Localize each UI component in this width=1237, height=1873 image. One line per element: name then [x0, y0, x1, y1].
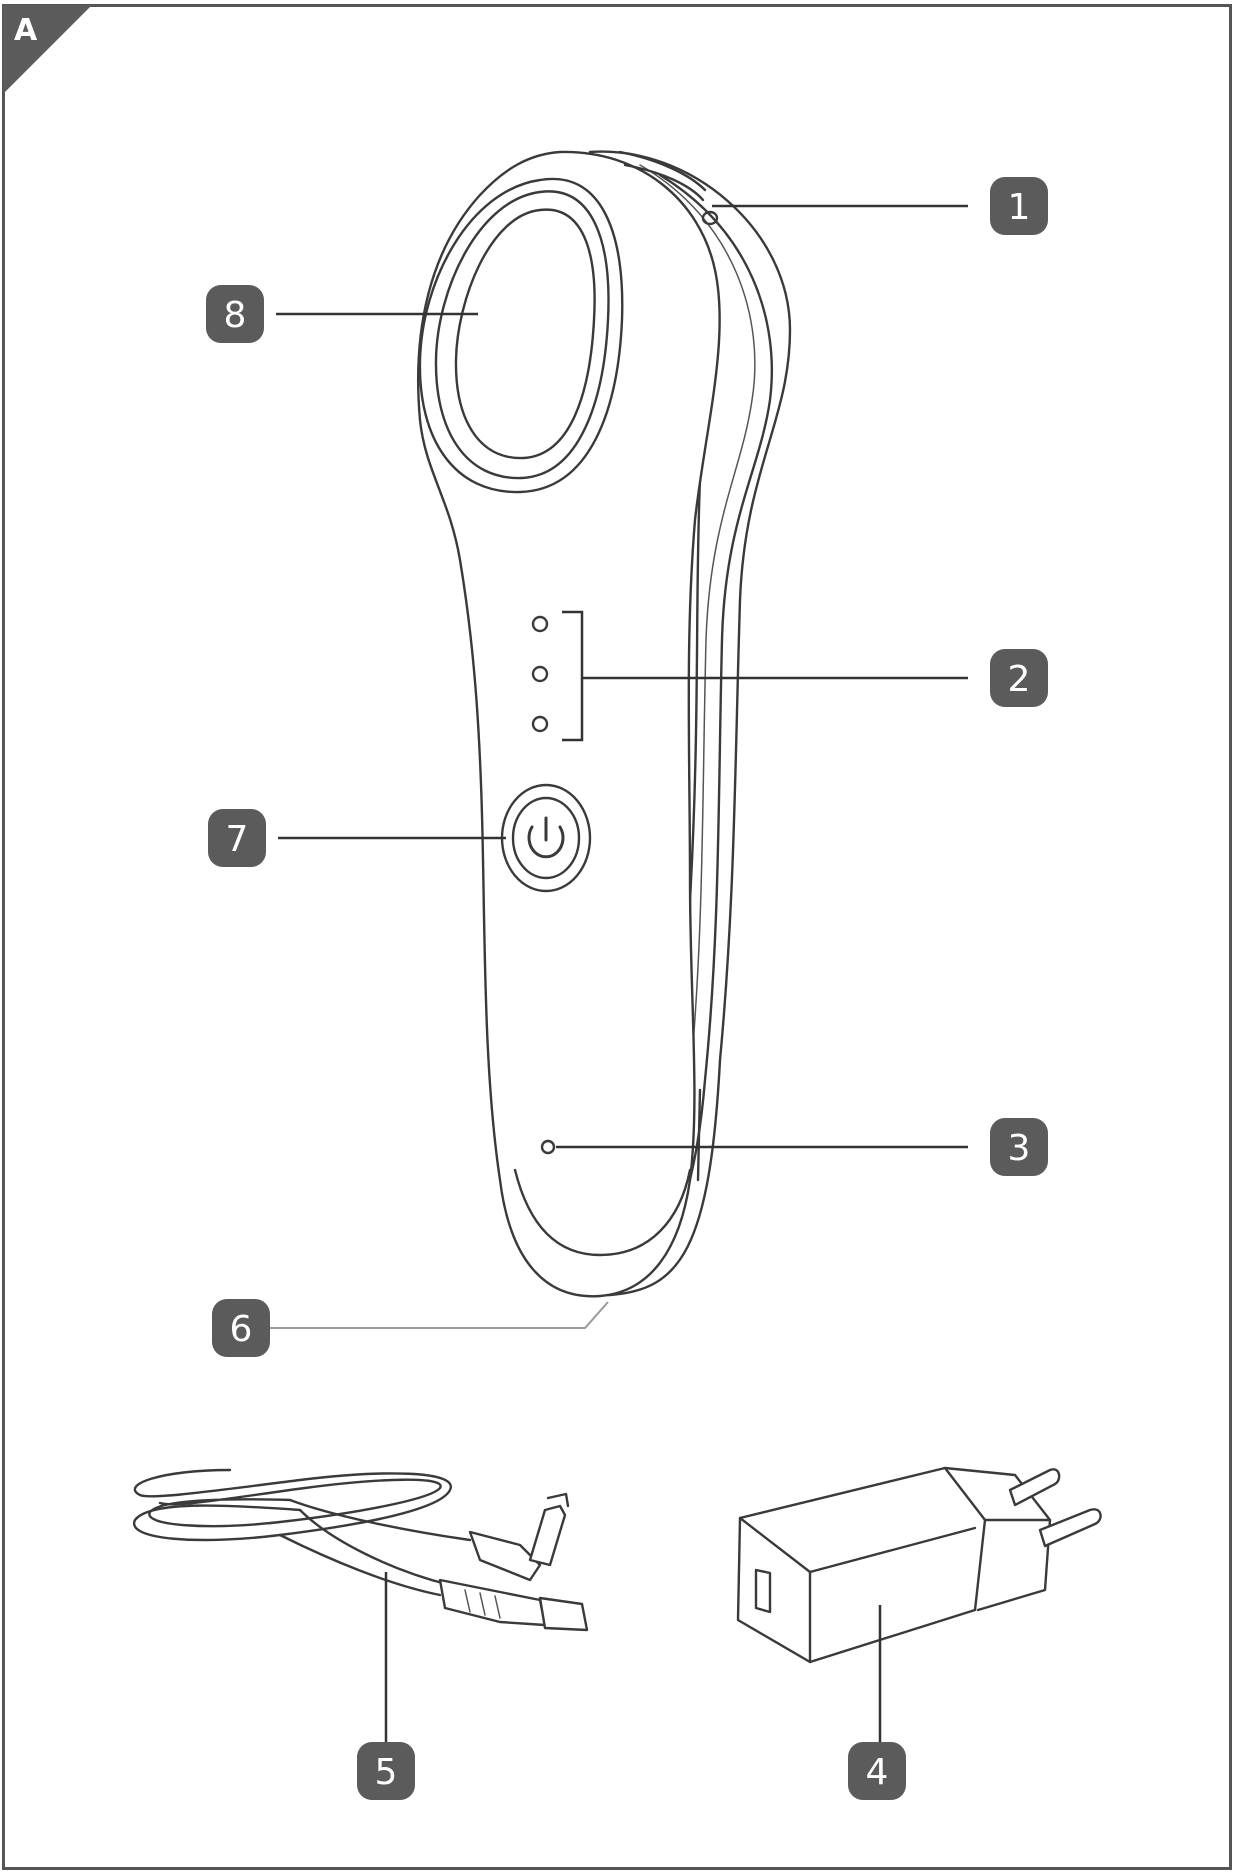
usb-charging-cable [132, 1468, 589, 1632]
device-top-button [701, 210, 719, 226]
adapter-prong-upper [1008, 1468, 1061, 1507]
charging-led [540, 1139, 556, 1155]
callout-label-1: 1 [1008, 187, 1031, 228]
callout-label-8: 8 [224, 295, 247, 336]
callout-8: 8 [206, 285, 264, 343]
callout-label-7: 7 [226, 819, 249, 860]
callout-label-2: 2 [1008, 659, 1031, 700]
adapter-usb-port [754, 1568, 772, 1614]
panel-corner-triangle [3, 5, 92, 94]
callout-badge-5 [357, 1742, 415, 1800]
panel-corner: A [3, 5, 92, 94]
device-head-plate [454, 208, 596, 460]
power-button-inner [511, 796, 581, 880]
led-bracket [562, 610, 584, 742]
cable-strand-3 [278, 1533, 442, 1597]
callout-2: 2 [990, 649, 1048, 707]
callout-badge-1 [990, 177, 1048, 235]
cable-strand-2 [298, 1508, 452, 1587]
indicator-led-2 [531, 665, 549, 683]
callout-badge-6 [212, 1299, 270, 1357]
dc-plug-body [468, 1530, 542, 1582]
callout-label-4: 4 [866, 1752, 889, 1793]
panel-label: A [14, 13, 38, 48]
device-side-slot [696, 1088, 702, 1182]
figure-frame [2, 4, 1232, 1870]
indicator-led-3 [531, 715, 549, 733]
callout-4: 4 [848, 1742, 906, 1800]
adapter-front-face [736, 1466, 987, 1664]
device-back-shell [588, 150, 792, 1297]
power-icon [527, 825, 565, 859]
callout-label-5: 5 [375, 1752, 398, 1793]
indicator-leds [531, 610, 584, 742]
callout-6: 6 [212, 1299, 270, 1357]
adapter-prong-lower [1038, 1508, 1102, 1548]
callout-badge-8 [206, 285, 264, 343]
callout-1: 1 [990, 177, 1048, 235]
cable-coil-inner [148, 1478, 442, 1528]
cable-strand-1 [288, 1498, 472, 1542]
cable-coil-outer [132, 1468, 452, 1542]
device-bottom-contour [513, 1168, 692, 1257]
callout-badge-7 [208, 809, 266, 867]
massager-device [417, 150, 792, 1298]
usb-plug-connector [538, 1596, 589, 1632]
device-top-ridge-2 [623, 163, 705, 202]
leader-6 [268, 1301, 609, 1329]
callout-3: 3 [990, 1118, 1048, 1176]
callout-5: 5 [357, 1742, 415, 1800]
callout-label-6: 6 [230, 1309, 253, 1350]
callout-7: 7 [208, 809, 266, 867]
callout-badge-4 [848, 1742, 906, 1800]
device-side-rail-1 [618, 173, 774, 1292]
power-adapter [736, 1466, 1102, 1664]
dc-plug-ring [546, 1492, 570, 1508]
dc-plug-tip [528, 1504, 567, 1567]
usb-plug-body [438, 1578, 547, 1627]
device-top-ridge-1 [618, 150, 707, 192]
callout-badge-3 [990, 1118, 1048, 1176]
indicator-led-1 [531, 615, 549, 633]
callout-badge-2 [990, 649, 1048, 707]
device-head-ring-inner [434, 190, 610, 480]
usb-plug-ridge [464, 1589, 501, 1619]
callout-label-3: 3 [1008, 1128, 1031, 1169]
